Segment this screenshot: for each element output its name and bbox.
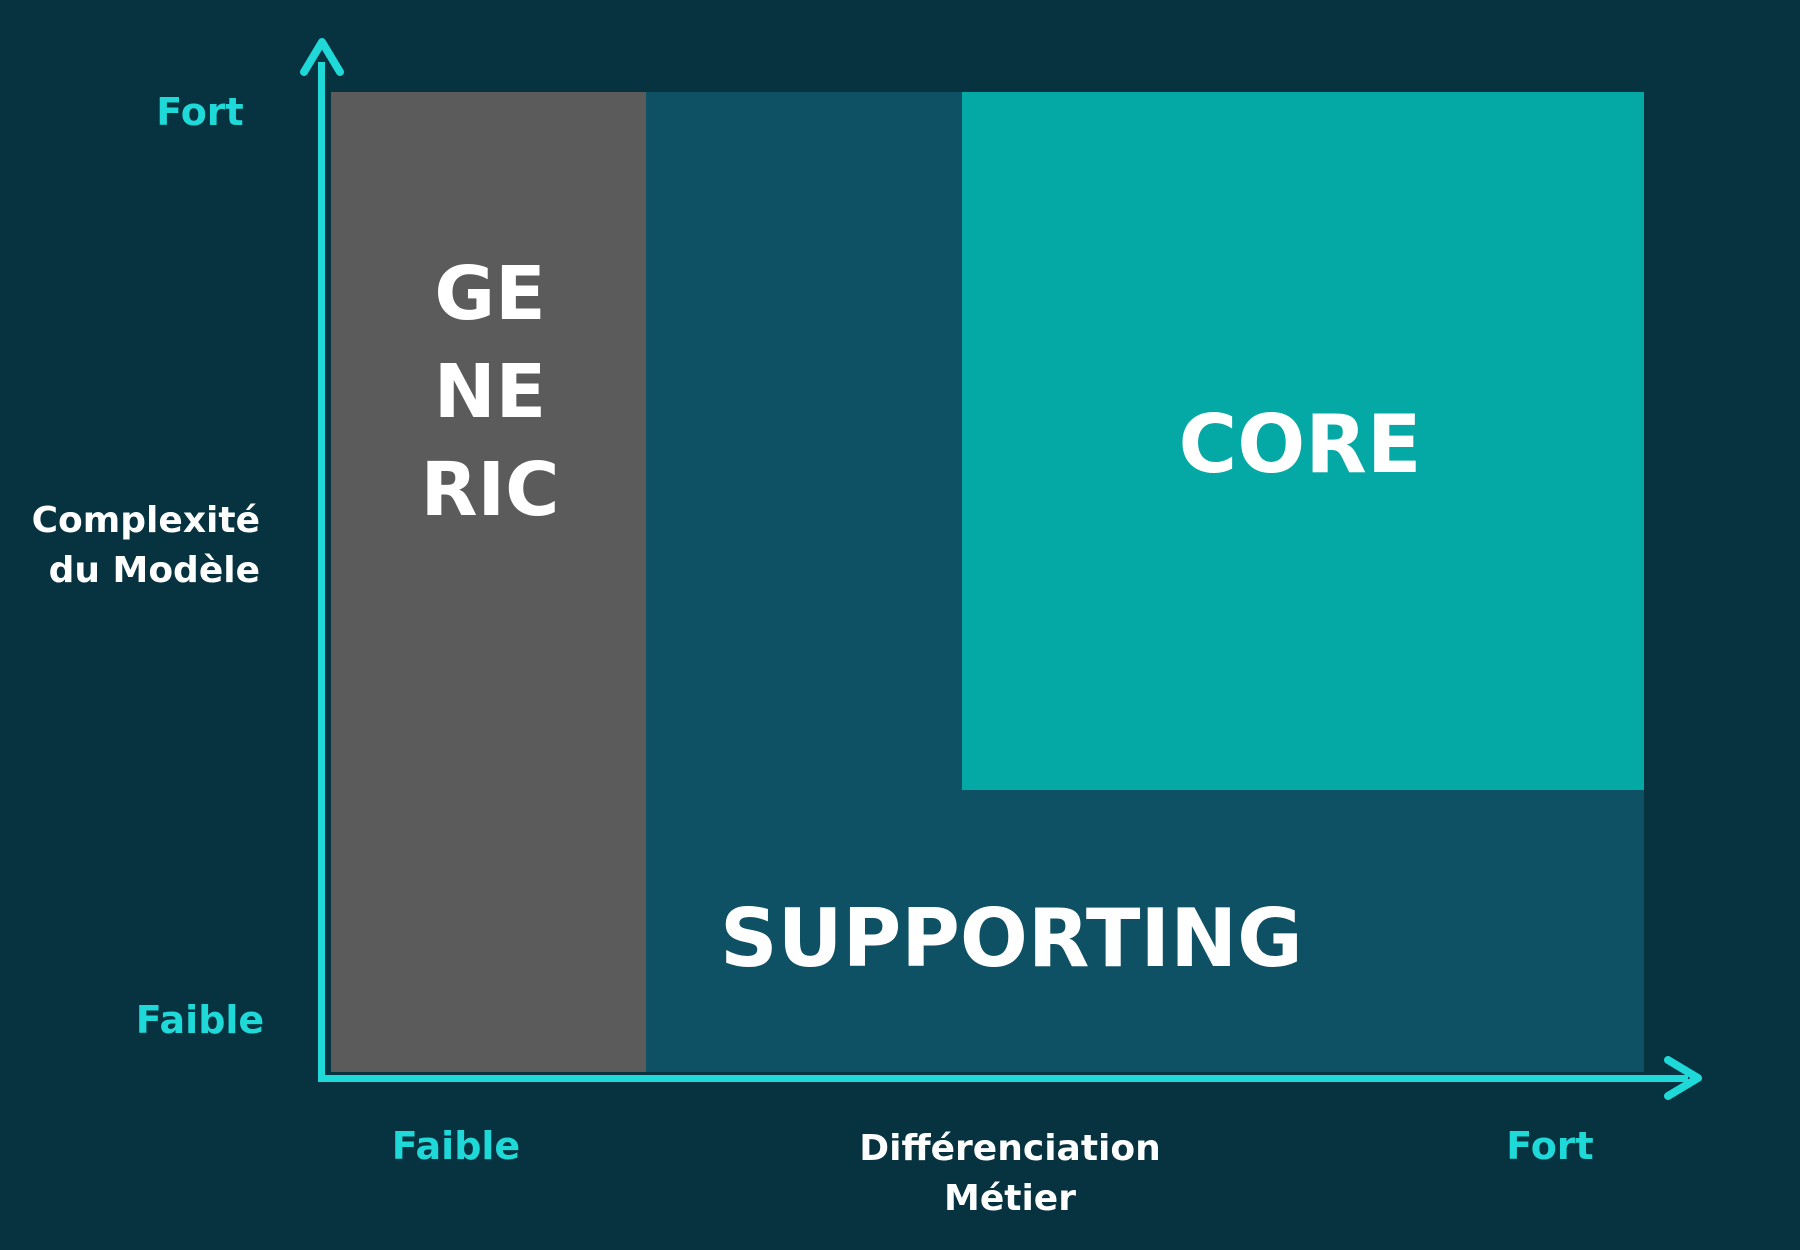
- y-axis-title: Complexité du Modèle: [31, 500, 260, 591]
- x-axis-title: Différenciation Métier: [859, 1128, 1161, 1219]
- y-axis-arrow-icon: [300, 38, 344, 76]
- x-axis-line: [318, 1075, 1688, 1082]
- supporting-label: SUPPORTING: [720, 892, 1303, 985]
- generic-region: [331, 92, 646, 1072]
- y-axis-line: [318, 62, 325, 1082]
- x-axis-high-label: Fort: [1506, 1124, 1594, 1168]
- x-axis-low-label: Faible: [391, 1124, 521, 1168]
- x-axis-arrow-icon: [1664, 1056, 1702, 1100]
- y-axis-high-label: Fort: [156, 90, 244, 134]
- core-label: CORE: [1178, 398, 1422, 491]
- y-axis-low-label: Faible: [135, 998, 265, 1042]
- core-region: [962, 92, 1644, 790]
- generic-label: GENERIC: [420, 251, 560, 533]
